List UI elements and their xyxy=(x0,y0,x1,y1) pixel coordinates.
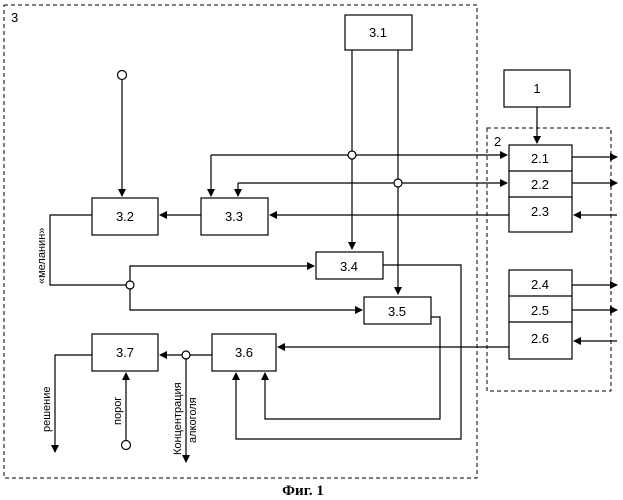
block-2-3-label: 2.3 xyxy=(531,204,549,219)
block-3-3-label: 3.3 xyxy=(225,209,243,224)
threshold-terminal xyxy=(122,441,131,450)
wire-melanin-to-3-4 xyxy=(130,266,314,281)
block-2-6-label: 2.6 xyxy=(531,331,549,346)
block-3-6-label: 3.6 xyxy=(235,345,253,360)
block-3-2-label: 3.2 xyxy=(116,209,134,224)
block-2-label: 2 xyxy=(494,134,501,149)
junction-node xyxy=(348,151,356,159)
block-2-1-label: 2.1 xyxy=(531,151,549,166)
block-3-7-label: 3.7 xyxy=(116,345,134,360)
block-3-1-label: 3.1 xyxy=(369,25,387,40)
block-2-4-label: 2.4 xyxy=(531,277,549,292)
junction-node xyxy=(126,281,134,289)
alcohol-label-line2: алкоголя xyxy=(187,397,199,443)
figure-caption: Фиг. 1 xyxy=(282,483,324,499)
decision-label: решение xyxy=(41,386,53,432)
junction-node xyxy=(182,351,190,359)
block-3-label: 3 xyxy=(11,10,18,25)
input-terminal xyxy=(118,71,127,80)
wire-3-5-to-3-6 xyxy=(265,317,440,419)
wire-decision-output xyxy=(55,355,92,452)
block-3-4-label: 3.4 xyxy=(340,259,358,274)
block-2-2-label: 2.2 xyxy=(531,177,549,192)
wire-melanin-to-3-5 xyxy=(130,289,362,310)
block-3-frame xyxy=(4,5,477,478)
block-2-5-label: 2.5 xyxy=(531,303,549,318)
melanin-label: «меланин» xyxy=(36,228,48,284)
junction-node xyxy=(394,179,402,187)
block-1-label: 1 xyxy=(533,81,540,96)
threshold-label: порог xyxy=(112,397,124,425)
alcohol-label-line1: Концентрация xyxy=(172,382,184,455)
block-3-5-label: 3.5 xyxy=(388,304,406,319)
